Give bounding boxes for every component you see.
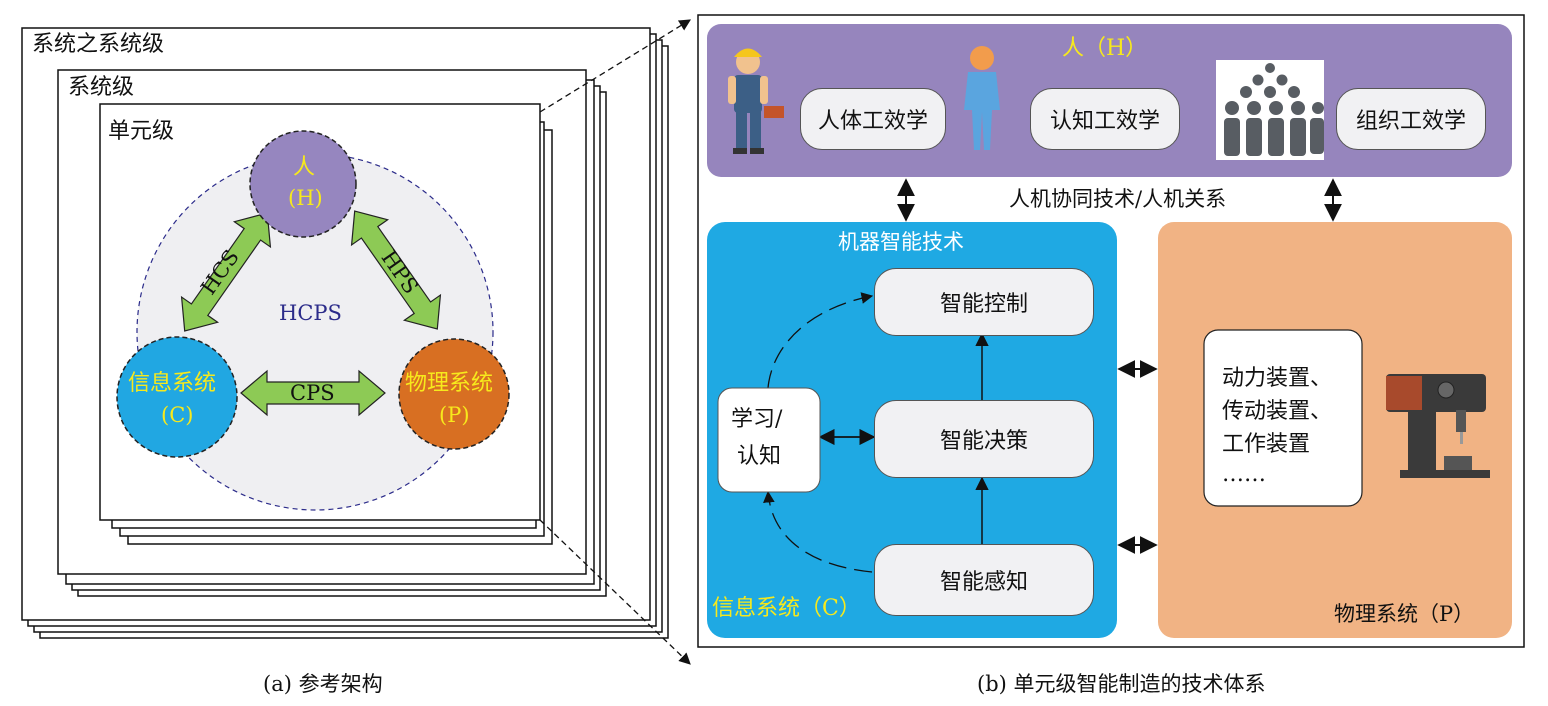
info-name: 信息系统	[128, 371, 217, 396]
level-sos-label: 系统之系统级	[32, 32, 165, 57]
level-system-label: 系统级	[68, 75, 135, 100]
phys-item-1: 动力装置、	[1222, 366, 1333, 391]
worker-icon	[728, 48, 784, 154]
level-unit-label: 单元级	[108, 119, 175, 144]
human-circle	[249, 130, 357, 238]
ergo-cog-box: 认知工效学	[1030, 88, 1180, 150]
learn-box	[717, 387, 821, 493]
caption-b: (b) 单元级智能制造的技术体系	[977, 672, 1266, 696]
human-name: 人	[293, 155, 316, 180]
cps-label: CPS	[290, 381, 335, 405]
hcps-label: HCPS	[279, 301, 342, 325]
human-panel-title: 人（H）	[1062, 36, 1148, 61]
hm-collab-label: 人机协同技术/人机关系	[1009, 187, 1227, 211]
machine-tool-icon	[1386, 374, 1490, 478]
phys-name: 物理系统	[405, 371, 494, 396]
mi-title: 机器智能技术	[838, 230, 964, 254]
info-code: (C)	[161, 403, 194, 427]
learn-line-2: 认知	[737, 444, 782, 469]
smart-decision-box: 智能决策	[874, 400, 1094, 478]
group-icon	[1216, 60, 1324, 160]
phys-item-2: 传动装置、	[1222, 399, 1333, 424]
person-icon	[964, 46, 1000, 150]
ergo-org-box: 组织工效学	[1336, 88, 1486, 150]
phys-items-box	[1203, 329, 1363, 507]
phys-circle	[398, 338, 510, 450]
phys-item-3: 工作装置	[1222, 432, 1311, 457]
green-arrows	[180, 210, 442, 417]
ergo-body-box: 人体工效学	[800, 88, 946, 150]
caption-a: (a) 参考架构	[263, 672, 383, 696]
arc-top	[767, 292, 874, 389]
human-code: (H)	[288, 186, 323, 210]
smart-control-box: 智能控制	[874, 268, 1094, 336]
info-circle	[116, 336, 238, 458]
learn-line-1: 学习/	[731, 407, 783, 432]
phys-sys-label: 物理系统（P）	[1334, 602, 1475, 626]
info-sys-label: 信息系统（C）	[712, 596, 861, 621]
phys-item-4: ……	[1222, 462, 1266, 487]
phys-code: (P)	[439, 403, 470, 427]
smart-sense-box: 智能感知	[874, 544, 1094, 616]
zoom-line-bottom	[539, 519, 691, 665]
